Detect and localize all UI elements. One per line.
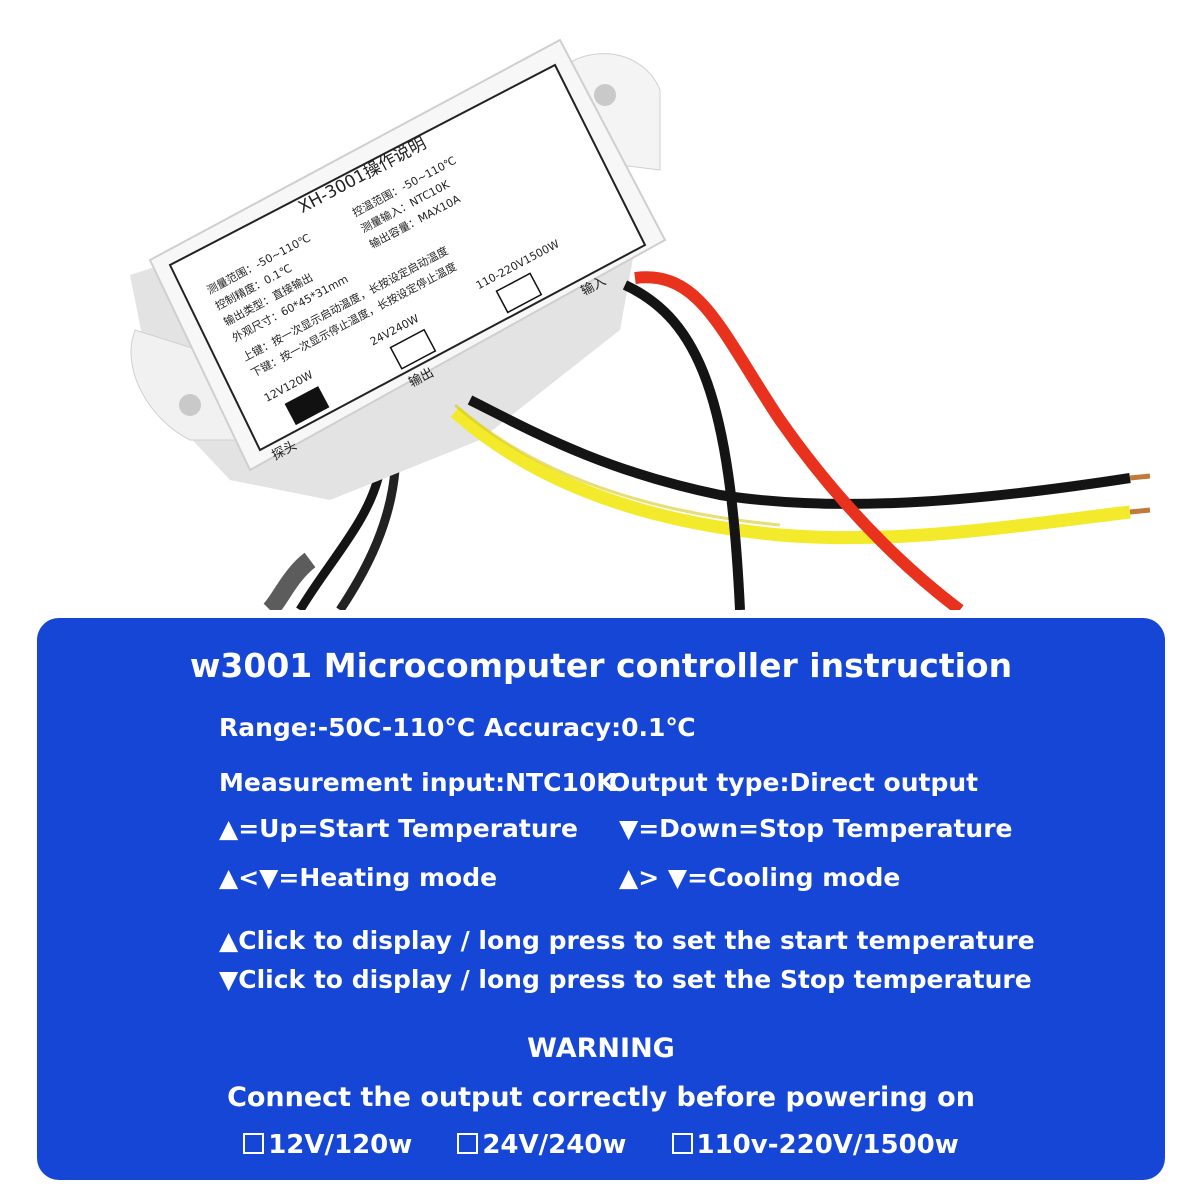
measurement-text: Measurement input:NTC10K (219, 768, 616, 797)
instruction-panel: w3001 Microcomputer controller instructi… (37, 618, 1165, 1180)
wire-yellow (450, 407, 1131, 545)
controller-housing (130, 38, 667, 500)
option-220v: 110v-220V/1500w (671, 1130, 959, 1160)
checkbox-12v-filled (284, 386, 330, 426)
instruction-title: w3001 Microcomputer controller instructi… (189, 646, 1013, 685)
checkbox-icon (671, 1133, 693, 1154)
option-24v: 24V/240w (457, 1130, 626, 1160)
warning-text: Connect the output correctly before powe… (227, 1082, 975, 1113)
product-photo: XH-3001操作说明 测量范围：-50~110℃ 控制精度：0.1℃ 输出类型… (130, 38, 1151, 610)
wire-red (634, 271, 964, 610)
option-label: 24V/240w (482, 1130, 627, 1160)
cooling-mode-text: ▲> ▼=Cooling mode (619, 863, 901, 892)
probe-cable (296, 469, 385, 610)
option-12v: 12V/120w (243, 1130, 412, 1160)
checkbox-24v (389, 328, 437, 370)
device-label (168, 63, 647, 452)
option-label: 12V/120w (268, 1130, 413, 1160)
down-key-text: ▼=Down=Stop Temperature (619, 814, 1013, 843)
wire-black-input (622, 280, 745, 610)
heating-mode-text: ▲<▼=Heating mode (219, 863, 498, 892)
checkbox-icon (243, 1133, 265, 1154)
click-down-text: ▼Click to display / long press to set th… (219, 965, 1032, 994)
checkbox-icon (457, 1133, 479, 1154)
wire-black-output (467, 395, 1131, 509)
checkbox-220v (495, 272, 543, 314)
range-text: Range:-50C-110°C Accuracy:0.1℃ (219, 713, 696, 742)
warning-heading: WARNING (527, 1033, 675, 1064)
click-up-text: ▲Click to display / long press to set th… (219, 926, 1035, 955)
option-label: 110v-220V/1500w (696, 1130, 959, 1160)
up-key-text: ▲=Up=Start Temperature (219, 814, 578, 843)
output-type-text: Output type:Direct output (609, 768, 979, 797)
